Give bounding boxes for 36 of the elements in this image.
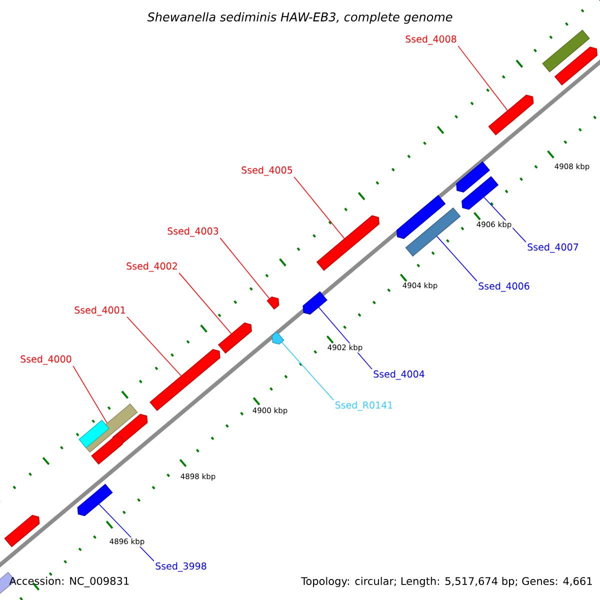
gene-block xyxy=(91,435,123,465)
genome-stats-text: Topology: circular; Length: 5,517,674 bp; Genes: 4,661 xyxy=(301,576,592,588)
gene-label: Ssed_4008 xyxy=(406,35,456,45)
gene-block xyxy=(456,161,490,193)
leader-line xyxy=(72,366,108,424)
leader-line xyxy=(294,176,345,239)
gene-label: Ssed_R0141 xyxy=(335,401,392,411)
gene-block xyxy=(78,420,110,448)
gene-label: Ssed_4005 xyxy=(242,166,292,176)
gene-label: Ssed_4003 xyxy=(168,227,218,237)
gene-label: Ssed_4007 xyxy=(528,243,578,253)
gene-block xyxy=(150,349,220,412)
gene-block xyxy=(302,291,328,315)
gene-label: Ssed_4004 xyxy=(374,370,424,380)
leader-line xyxy=(281,342,334,400)
gene-label: Ssed_3998 xyxy=(156,562,206,572)
gene-block xyxy=(272,331,284,345)
gene-label: Ssed_4000 xyxy=(20,355,72,365)
gene-block xyxy=(462,176,499,210)
gene-block xyxy=(542,30,590,72)
gene-block xyxy=(488,94,534,136)
accession-text: Accession: NC_009831 xyxy=(9,576,129,588)
title: Shewanella sediminis HAW-EB3, complete genome xyxy=(147,12,452,24)
leader-line xyxy=(126,316,182,376)
leader-line xyxy=(178,272,232,334)
leader-line xyxy=(484,196,526,242)
gene-label: Ssed_4001 xyxy=(74,306,126,316)
gene-block xyxy=(266,296,280,310)
leader-line xyxy=(458,46,508,111)
leader-line xyxy=(220,238,270,299)
gene-block xyxy=(396,194,446,239)
gene-block xyxy=(77,484,113,516)
gene-label: Ssed_4006 xyxy=(478,282,530,292)
gene-label: Ssed_4002 xyxy=(126,262,177,272)
leader-line xyxy=(436,236,478,282)
gene-block xyxy=(4,514,40,548)
